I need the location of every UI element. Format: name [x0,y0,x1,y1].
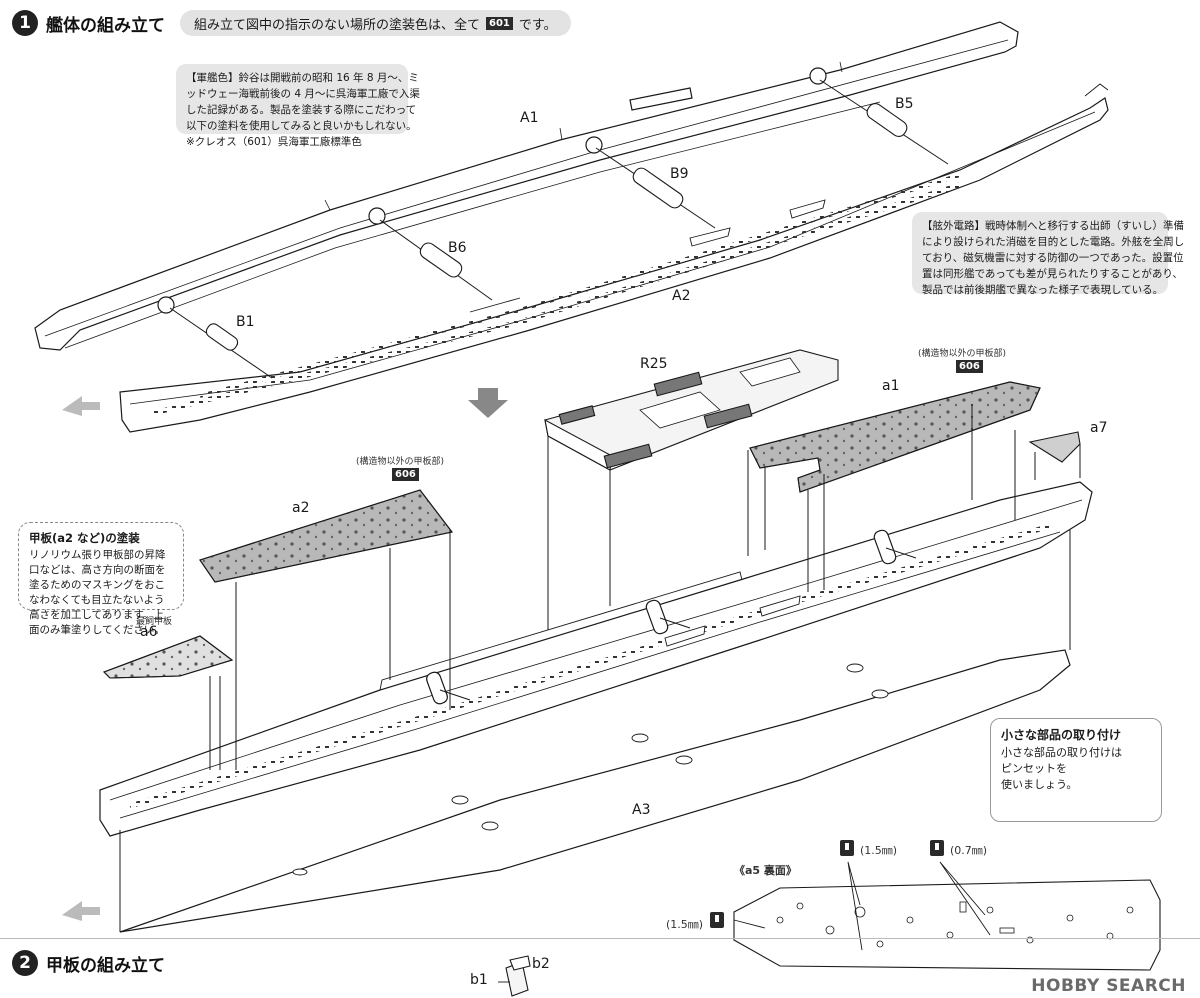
label-deck-a2: a2 [292,500,310,516]
info-line: ッドウェー海戦前後の 4 月〜に呉海軍工廠で入渠 [186,88,420,100]
assembled-hull [99,481,1093,837]
shaft-parts [169,79,949,379]
info-line: ※クレオス（601）呉海軍工廠標準色 [186,136,362,148]
step2-parts [498,955,531,997]
deck-a2 [199,489,453,583]
hobby-search-watermark: HOBBY SEARCH [1031,976,1186,996]
info-line: 置は同形艦であっても差が見られたりすることがあり、 [922,268,1183,280]
shaft-b6 [379,219,493,301]
hull-half-a2 [119,83,1109,433]
drill-size-2: (0.7㎜) [950,844,988,857]
a5-view-title: 《a5 裏面》 [734,864,797,877]
deck-a2-paint-code: 606 [392,468,419,481]
default-paint-note: 組み立て図中の指示のない場所の塗装色は、全て 601 です。 [180,10,571,36]
label-part-b1: b1 [470,972,488,988]
hull-bottom-a3 [119,649,1071,933]
step-title: 甲板の組み立て [46,955,165,976]
drill-size-3: (1.5㎜) [666,918,704,931]
small-parts-tip-box: 小さな部品の取り付け 小さな部品の取り付けは ピンセットを 使いましょう。 [990,718,1162,822]
label-r25: R25 [640,356,668,372]
step-1-header: 1 艦体の組み立て [12,8,165,38]
a5-underside-view [733,861,1161,971]
label-part-a7: a7 [1090,420,1108,436]
label-deck-a1: a1 [882,378,900,394]
flow-arrows [62,388,508,921]
info-line: ており、磁気機雷に対する防御の一つであった。設置位 [922,252,1184,264]
info-line: 製品では前後期艦で異なった様子で表現している。 [922,284,1164,296]
hull-half-a1 [34,21,1019,351]
deck-a1-paint-code: 606 [956,360,983,373]
deck-a1-note: (構造物以外の甲板部) [918,349,1007,359]
deck-a6-note: 最飼甲板 [136,617,173,627]
hull-color-info-box: 【軍艦色】鈴谷は開戦前の昭和 16 年 8 月〜、ミ ッドウェー海戦前後の 4 … [176,64,420,148]
note-text-before: 組み立て図中の指示のない場所の塗装色は、全て [194,17,481,33]
info-line: により設けられた消磁を目的とした電路。外舷を全周し [922,236,1185,248]
drill-hole-icon [710,912,724,928]
tip-line: 小さな部品の取り付けは [1001,746,1122,759]
drill-hole-icon [840,840,854,856]
drill-hole-icon [930,840,944,856]
label-a2: A2 [672,288,691,304]
deck-painting-note-box: 甲板(a2 など)の塗装 リノリウム張り甲板部の昇降口などは、高さ方向の断面を塗… [18,522,184,636]
deck-a6 [103,635,234,679]
label-b5: B5 [895,96,914,112]
shaft-b9 [595,147,716,229]
deck-a1 [749,381,1041,493]
step-2-header: 2 甲板の組み立て [12,948,165,978]
tip-title: 小さな部品の取り付け [1001,728,1122,742]
step-number-badge: 1 [12,10,38,36]
label-b6: B6 [448,240,467,256]
shaft-b1 [169,307,273,379]
shaft-b5 [819,79,949,165]
degaussing-info-box: 【舷外電路】戦時体制へと移行する出師（すいし）準備 により設けられた消磁を目的と… [912,212,1185,296]
drill-size-1: (1.5㎜) [860,844,898,857]
deck-painting-text: リノリウム張り甲板部の昇降口などは、高さ方向の断面を塗るためのマスキングをおこな… [29,549,166,636]
deck-painting-title: 甲板(a2 など)の塗装 [29,531,140,545]
note-text-after: です。 [518,17,557,33]
structure-r25 [544,349,839,471]
label-b1: B1 [236,314,255,330]
step-divider [0,938,1200,939]
label-part-b2: b2 [532,956,550,972]
info-line: 以下の塗料を使用してみると良いかもしれない。 [186,120,417,132]
info-line: 【軍艦色】鈴谷は開戦前の昭和 16 年 8 月〜、ミ [186,72,419,84]
step-number-badge: 2 [12,950,38,976]
label-hull-bottom-a3: A3 [632,802,651,818]
step-title: 艦体の組み立て [46,15,165,36]
assembly-guide-lines [119,404,1081,932]
label-a1: A1 [520,110,539,126]
label-b9: B9 [670,166,689,182]
deck-a2-note: (構造物以外の甲板部) [356,457,445,467]
paint-code-badge: 601 [486,16,513,30]
tip-line: ピンセットを [1001,762,1067,775]
label-deck-a6: a6 [140,624,158,640]
info-line: 【舷外電路】戦時体制へと移行する出師（すいし）準備 [922,220,1184,232]
tip-line: 使いましょう。 [1001,778,1078,791]
info-line: した記録がある。製品を塗装する際にこだわって [186,104,417,116]
part-a7 [1028,431,1081,463]
